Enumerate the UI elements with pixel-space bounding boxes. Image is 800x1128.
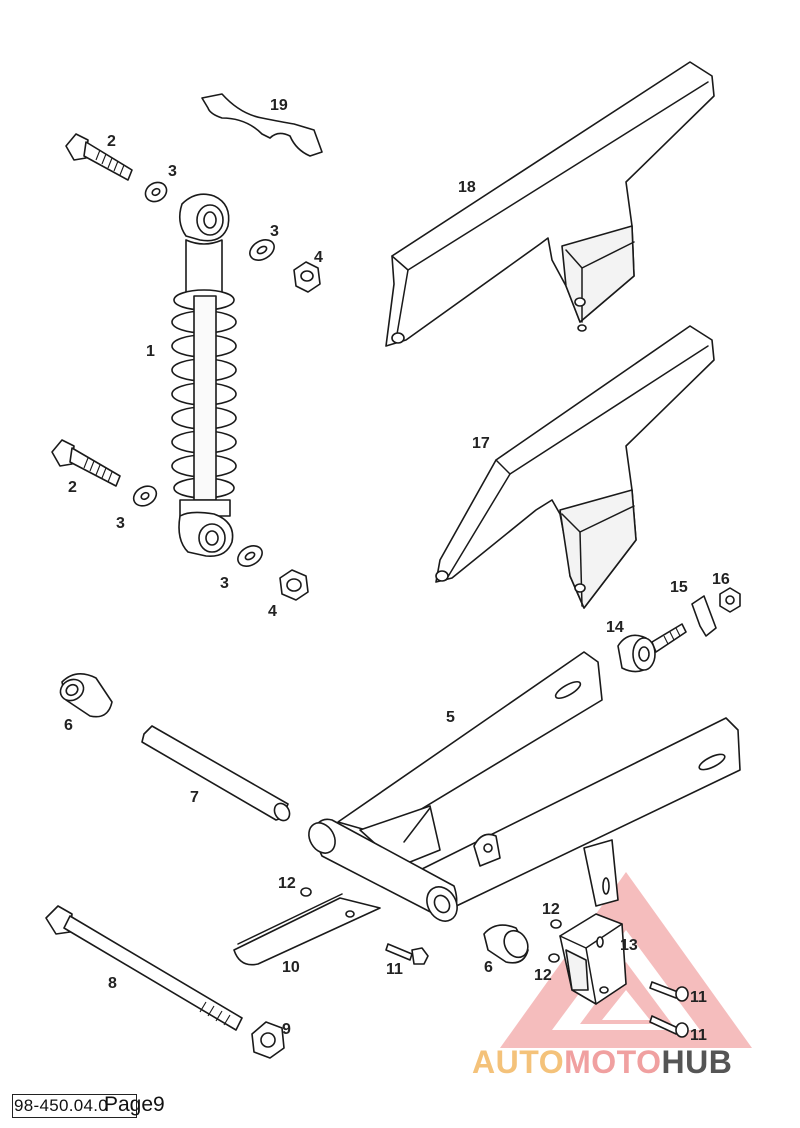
part-12-nut-b xyxy=(550,919,562,929)
part-11-bolt-b xyxy=(649,981,689,1002)
callout-3a: 3 xyxy=(168,163,177,180)
part-12-nut-a xyxy=(300,887,312,897)
callout-5: 5 xyxy=(446,709,455,726)
callout-7: 7 xyxy=(190,789,199,806)
part-3-washer-b xyxy=(249,239,275,261)
part-8-pivot-bolt xyxy=(45,905,243,1031)
part-4-nut-a xyxy=(293,261,321,293)
part-9-nut xyxy=(251,1021,285,1059)
callout-11b: 11 xyxy=(690,989,707,1006)
part-15-bracket xyxy=(691,595,717,637)
callout-16: 16 xyxy=(712,571,730,588)
callout-12c: 12 xyxy=(534,967,552,984)
callout-6a: 6 xyxy=(64,717,73,734)
part-17-chain-guard xyxy=(435,325,715,609)
part-13-chain-guide xyxy=(559,913,627,1005)
footer-code: 98-450.04.0 xyxy=(14,1096,109,1115)
callout-10: 10 xyxy=(282,959,300,976)
footer-code-box xyxy=(12,1094,137,1118)
part-3-washer-d xyxy=(237,545,263,567)
brand-moto: MOTO xyxy=(564,1044,662,1080)
part-3-washer-c xyxy=(132,485,158,507)
callout-15: 15 xyxy=(670,579,688,596)
part-11-bolt-c xyxy=(649,1015,689,1038)
callout-8: 8 xyxy=(108,975,117,992)
part-14-roller xyxy=(617,623,687,673)
callout-6b: 6 xyxy=(484,959,493,976)
callout-12b: 12 xyxy=(542,901,560,918)
callout-12a: 12 xyxy=(278,875,296,892)
part-3-washer-a xyxy=(144,181,168,203)
part-18-chain-guard xyxy=(385,61,715,347)
part-7-tube xyxy=(141,725,291,822)
callout-14: 14 xyxy=(606,619,624,636)
callout-19: 19 xyxy=(270,97,288,114)
part-19-clip xyxy=(201,93,323,157)
part-2-upper-bolt xyxy=(65,133,133,181)
callout-9: 9 xyxy=(282,1021,291,1038)
part-12-nut-c xyxy=(548,953,560,963)
callout-18: 18 xyxy=(458,179,476,196)
callout-labels: 19 2 3 3 4 1 18 17 2 3 3 4 15 16 14 6 5 … xyxy=(64,97,730,1044)
part-2-lower-bolt xyxy=(51,439,121,487)
part-16-nut xyxy=(719,587,741,613)
part-6-bushing-b xyxy=(483,924,529,964)
part-6-bushing-a xyxy=(59,673,113,718)
callout-1: 1 xyxy=(146,343,155,360)
callout-3c: 3 xyxy=(116,515,125,532)
callout-3d: 3 xyxy=(220,575,229,592)
brand-hub: HUB xyxy=(661,1044,733,1080)
part-4-nut-b xyxy=(279,569,309,601)
callout-17: 17 xyxy=(472,435,490,452)
callout-2a: 2 xyxy=(107,133,116,150)
part-11-bolt-a xyxy=(385,943,429,965)
callout-4b: 4 xyxy=(268,603,277,620)
callout-2b: 2 xyxy=(68,479,77,496)
callout-11a: 11 xyxy=(386,961,403,978)
watermark-brand: AUTOMOTOHUB xyxy=(472,1044,732,1081)
part-10-chain-slider xyxy=(233,893,381,966)
callout-11c: 11 xyxy=(690,1027,707,1044)
callout-13: 13 xyxy=(620,937,638,954)
part-5-swingarm xyxy=(308,651,741,922)
callout-4a: 4 xyxy=(314,249,323,266)
part-1-shock-absorber xyxy=(171,193,237,558)
footer-page-number: Page9 xyxy=(104,1093,165,1116)
callout-3b: 3 xyxy=(270,223,279,240)
brand-auto: AUTO xyxy=(472,1044,565,1080)
watermark-logo xyxy=(500,872,752,1048)
